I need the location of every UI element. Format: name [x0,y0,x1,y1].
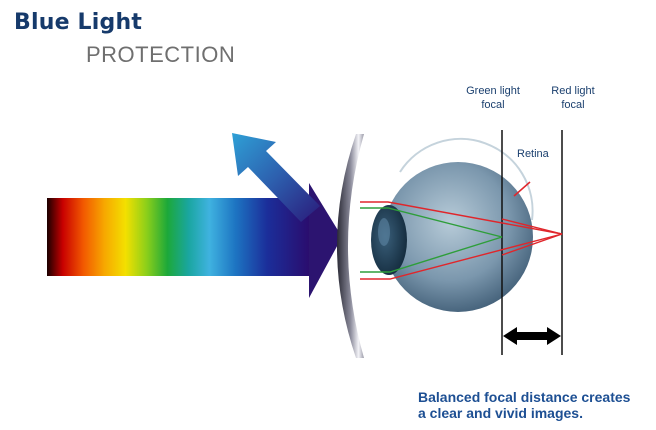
red-ray-top [360,201,563,235]
green-light-focal-label: Green light focal [466,85,520,111]
focal-distance-double-arrow [503,327,561,345]
reflected-blue-arrow [232,133,320,222]
red-ray-top-extended [501,233,563,256]
red-ray-bottom [360,233,563,280]
retina-label: Retina [517,148,549,160]
spectacle-lens [337,134,364,358]
eye-lens [371,205,407,275]
retina-pointer [513,181,531,197]
green-ray-top [360,207,503,238]
green-ray-bottom [360,236,503,273]
caption-line-2: a clear and vivid images. [418,405,583,421]
spectrum-bar [47,198,309,276]
red-ray-cross [501,218,563,235]
caption: Balanced focal distance creates a clear … [418,389,654,421]
eyeball [383,162,533,312]
caption-line-1: Balanced focal distance creates [418,389,631,405]
page-subtitle: PROTECTION [86,42,236,67]
eye-sclera-rim [399,137,534,221]
page-title: Blue Light [14,10,143,35]
red-light-focal-label: Red light focal [551,85,595,111]
spectrum-arrowhead [309,183,342,298]
eye-lens-highlight [378,218,390,246]
